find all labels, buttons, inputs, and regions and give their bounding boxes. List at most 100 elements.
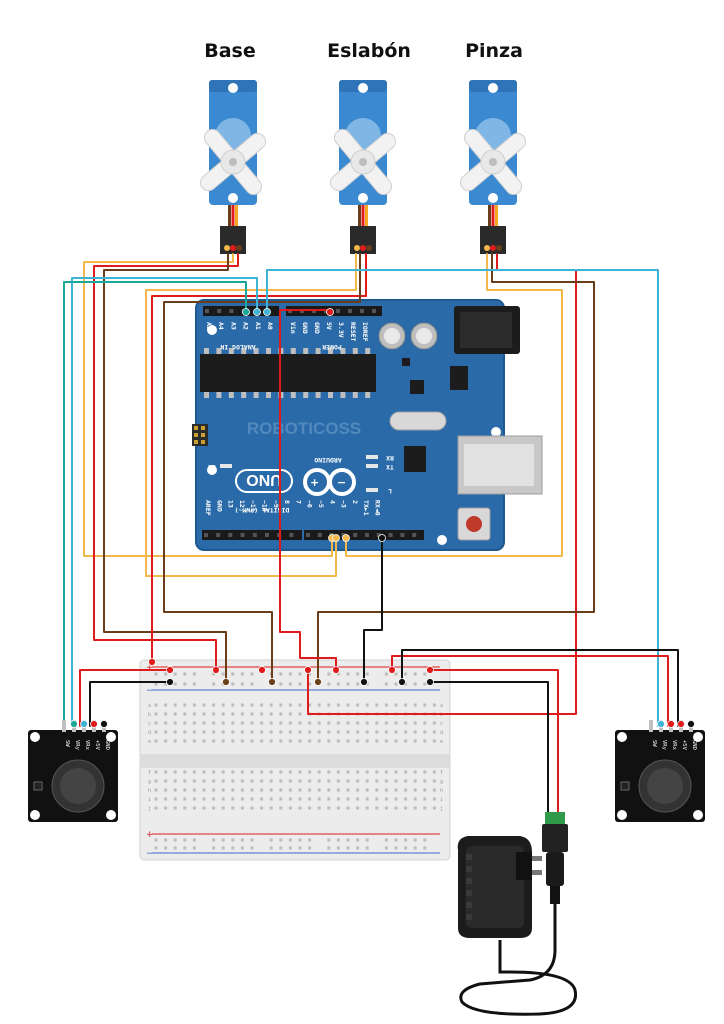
wire-eslabon-gnd: [163, 253, 361, 683]
pin-label: 2: [351, 500, 359, 504]
joystick-pin-label: +5V: [94, 740, 100, 751]
wire-5v-arduino: [279, 309, 337, 671]
wire-eslabon-vcc: [151, 253, 367, 663]
rail-plus-label: +: [146, 663, 154, 673]
pin-label: A4: [217, 322, 225, 330]
digital-label: DIGITAL (PWM~): [235, 506, 290, 514]
rail-minus-label: −: [146, 686, 154, 696]
wire-joy-right-gnd: [401, 649, 679, 727]
tx-label: TX: [386, 463, 394, 471]
rail-plus-label-bottom: +: [146, 830, 154, 840]
uno-badge: [235, 469, 293, 493]
mount-hole: [491, 427, 501, 437]
pin-label: RX◄0: [374, 500, 382, 516]
wire-pinza-signal: [345, 253, 563, 557]
bb-row-label: h: [148, 788, 151, 794]
joystick-pin-label: GND: [104, 740, 110, 750]
pin-label: TX►1: [362, 500, 370, 516]
servo-motor: [199, 80, 267, 254]
rail-minus-label-bottom: −: [146, 849, 154, 859]
pin-label: GND: [313, 322, 321, 334]
svg-text:−: −: [337, 476, 346, 489]
arduino-maker: ARDUINO: [314, 456, 341, 464]
bb-row-label: h: [440, 788, 443, 794]
on-led: [220, 464, 232, 468]
analog-in-label: ANALOG IN: [220, 343, 255, 351]
wire-joy-left-gnd: [89, 681, 171, 727]
analog-pin-labels: A5 A4 A3 A2 A1 A0: [205, 322, 274, 330]
wire-base-gnd: [103, 253, 229, 683]
pin-label: A5: [205, 322, 213, 330]
mount-hole: [207, 325, 217, 335]
bb-row-label: c: [440, 721, 443, 727]
joystick-pin-label: SW: [651, 740, 657, 747]
pin-label: 13: [227, 500, 235, 508]
bb-row-label: j: [440, 806, 443, 812]
pin-label: 4: [328, 500, 336, 504]
wire-eslabon-signal: [145, 253, 357, 577]
analog-header: [203, 306, 279, 316]
bb-row-label: f: [148, 770, 151, 776]
dc-terminal: [545, 812, 565, 826]
arduino-logo: + −: [303, 468, 356, 496]
joystick-pin-label: VRx: [84, 740, 90, 751]
wire-a0: [266, 269, 659, 727]
wire-supply-vcc: [429, 669, 559, 819]
rx-led: [366, 455, 378, 459]
pin-label: A0: [266, 322, 274, 330]
pin-label: 12: [238, 500, 246, 508]
pin-label: A2: [242, 322, 250, 330]
wire-base-signal: [83, 253, 333, 557]
bb-row-label: a: [148, 703, 151, 709]
bb-row-label: g: [440, 779, 443, 785]
rx-label: RX: [386, 454, 394, 462]
pin-label: ~6: [306, 500, 314, 508]
servo-motor: [459, 80, 527, 254]
joystick-module: SW VRy VRx +5V GND: [28, 720, 118, 822]
pin-label: Vin: [289, 322, 297, 334]
pin-label: ~10: [261, 500, 269, 512]
brand-watermark: ROBOTICOSS: [247, 419, 361, 438]
pin-label: ~9: [272, 500, 280, 508]
pin-label: AREF: [204, 500, 212, 516]
pin-label: GND: [215, 500, 223, 512]
servo-label-pinza: Pinza: [465, 40, 523, 62]
servo-horn: [459, 128, 527, 196]
dc-jack: [542, 824, 568, 852]
bb-row-label: d: [148, 730, 151, 736]
bb-row-label: e: [440, 739, 443, 745]
atmega-chip: [200, 354, 376, 392]
bb-row-label: g: [148, 779, 151, 785]
regulator: [450, 366, 468, 390]
usb-chip: [404, 446, 426, 472]
joystick-pin-label: VRy: [74, 740, 80, 751]
wire-joy-right-vcc: [391, 655, 669, 727]
pin-label: 3.3V: [337, 322, 345, 338]
servo-horn: [329, 128, 397, 196]
mount-hole: [207, 465, 217, 475]
mount-hole: [437, 535, 447, 545]
servo-motor: [329, 80, 397, 254]
pin-label: 8: [283, 500, 291, 504]
power-adapter: [457, 812, 578, 1016]
wire-supply-gnd: [429, 681, 549, 819]
servo-horn: [199, 128, 267, 196]
pin-label: A3: [229, 322, 237, 330]
wire-gnd-arduino: [363, 539, 383, 683]
bb-row-label: d: [440, 730, 443, 736]
bb-row-label: c: [148, 721, 151, 727]
digital-header-low: [202, 530, 302, 540]
joystick-pin-label: SW: [64, 740, 70, 747]
joystick-pin-label: +5V: [681, 740, 687, 751]
crystal: [389, 411, 447, 431]
pin-label: 5V: [325, 322, 333, 330]
pin-label: A1: [254, 322, 262, 330]
l-label: L: [388, 487, 392, 495]
adapter-cable: [459, 904, 578, 1016]
bb-row-label: j: [148, 806, 151, 812]
